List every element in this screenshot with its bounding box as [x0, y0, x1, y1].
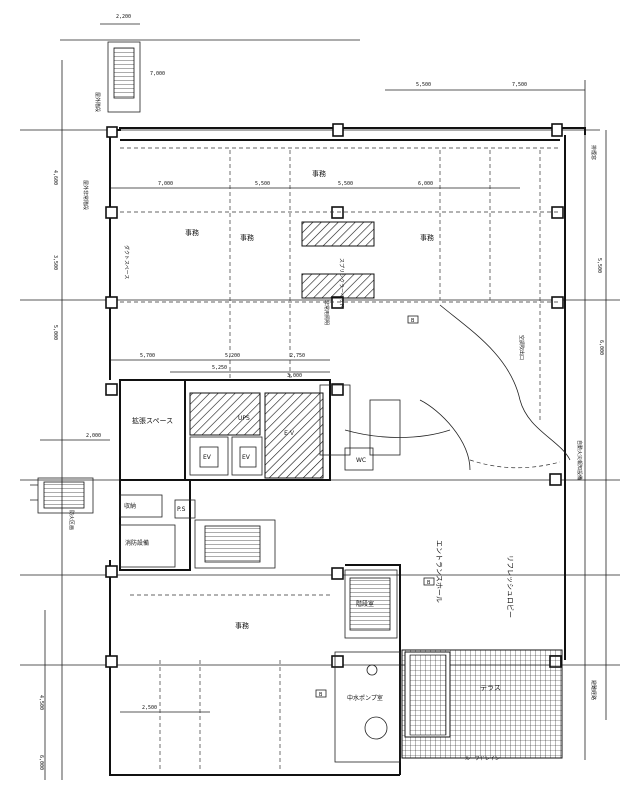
- curved-partition: [344, 304, 571, 471]
- room-ev-2: EV: [242, 454, 251, 461]
- dim-row-a4: 6,000: [418, 181, 433, 187]
- dim-inner-a: 5,700: [140, 353, 155, 359]
- dim-inner-e: 3,000: [287, 373, 302, 379]
- note-right-1: 空調吹出口: [518, 335, 525, 360]
- note-right-top: 排煙窓: [590, 145, 597, 160]
- note-center-2: 非常用照明: [323, 300, 330, 325]
- note-terrace: テラス: [480, 684, 501, 692]
- dim-row-a1: 7,000: [158, 181, 173, 187]
- room-fire: 消防設備: [125, 539, 149, 547]
- dim-side-left-e: 6,000: [38, 755, 44, 770]
- dim-side-right-b: 6,000: [598, 340, 604, 355]
- dim-side-left-d: 4,500: [38, 695, 44, 710]
- dim-side-left-b: 3,500: [52, 255, 58, 270]
- room-ups: UPS: [238, 415, 250, 422]
- room-storage: 収納: [124, 502, 136, 510]
- room-stair-pit: 階段室: [356, 600, 374, 608]
- dim-top-mid1: 5,500: [416, 82, 431, 88]
- room-refresh-lobby: リフレッシュロビー: [506, 555, 515, 618]
- room-wc: WC: [356, 457, 366, 464]
- dimension-labels: 2,200 7,000 5,500 7,500 7,000 5,500 5,50…: [38, 14, 604, 770]
- small-tags: B B B: [315, 315, 435, 698]
- room-labels: 事務 事務 事務 事務 事務 拡張スペース ＥＶ エントランスホール リフレッシ…: [124, 169, 515, 702]
- room-ev-hall-hatched: ＥＶ: [283, 430, 295, 437]
- outdoor-stair-top: [107, 41, 141, 113]
- dim-inner-b: 5,200: [225, 353, 240, 359]
- room-office-lower-left: 事務: [235, 621, 249, 630]
- tag-2: B: [427, 580, 431, 586]
- dim-inner-c: 2,750: [290, 353, 305, 359]
- hatched-shafts: [189, 221, 375, 479]
- room-office-upper-right: 事務: [420, 233, 434, 242]
- note-upper-mid: ダクトスペース: [123, 245, 130, 279]
- dim-row-a3: 5,500: [338, 181, 353, 187]
- note-upper-left: 屋外非常階段: [82, 180, 89, 210]
- dim-top-right: 7,500: [512, 82, 527, 88]
- note-lower-right: ルーフドレイン: [465, 756, 500, 762]
- dim-top-left: 7,000: [150, 71, 165, 77]
- dim-side-right-a: 5,500: [596, 258, 602, 273]
- lower-hall-block: [334, 569, 563, 763]
- note-lower-left: 防火区画: [68, 510, 75, 530]
- dim-inner-d: 5,250: [212, 365, 227, 371]
- note-right-lower: 避難経路: [590, 680, 597, 700]
- dim-side-left-a: 4,600: [52, 170, 58, 185]
- dim-top-short: 2,200: [116, 14, 131, 20]
- tag-3: B: [319, 692, 323, 698]
- interior-grid-dashes: [120, 150, 560, 770]
- note-outdoor-stair: 屋外階段: [94, 92, 101, 112]
- room-ps: P.S: [177, 506, 186, 513]
- room-office-lower-mid: 事務: [312, 169, 326, 178]
- room-ev-1: EV: [203, 454, 212, 461]
- structural-columns: [105, 123, 564, 668]
- tag-1: B: [411, 318, 415, 324]
- room-office-upper-left: 事務: [185, 228, 199, 237]
- dim-left-a: 2,000: [86, 433, 101, 439]
- annotation-notes: 屋外非常階段 ダクトスペース スプリンクラーヘッド 非常用照明 空調吹出口 自動…: [68, 92, 597, 762]
- room-pump: 中水ポンプ室: [347, 694, 383, 702]
- dim-row-a2: 5,500: [255, 181, 270, 187]
- note-right-2: 自動火災報知設備: [576, 440, 583, 480]
- dim-bottom-a: 2,500: [142, 705, 157, 711]
- outdoor-stair-left: [30, 477, 94, 514]
- dim-side-left-c: 5,000: [52, 325, 58, 340]
- room-entrance-hall: エントランスホール: [435, 540, 443, 603]
- core-walls: [119, 379, 401, 571]
- room-office-upper-mid: 事務: [240, 233, 254, 242]
- room-space-left: 拡張スペース: [132, 416, 173, 425]
- note-center-1: スプリンクラーヘッド: [338, 258, 344, 308]
